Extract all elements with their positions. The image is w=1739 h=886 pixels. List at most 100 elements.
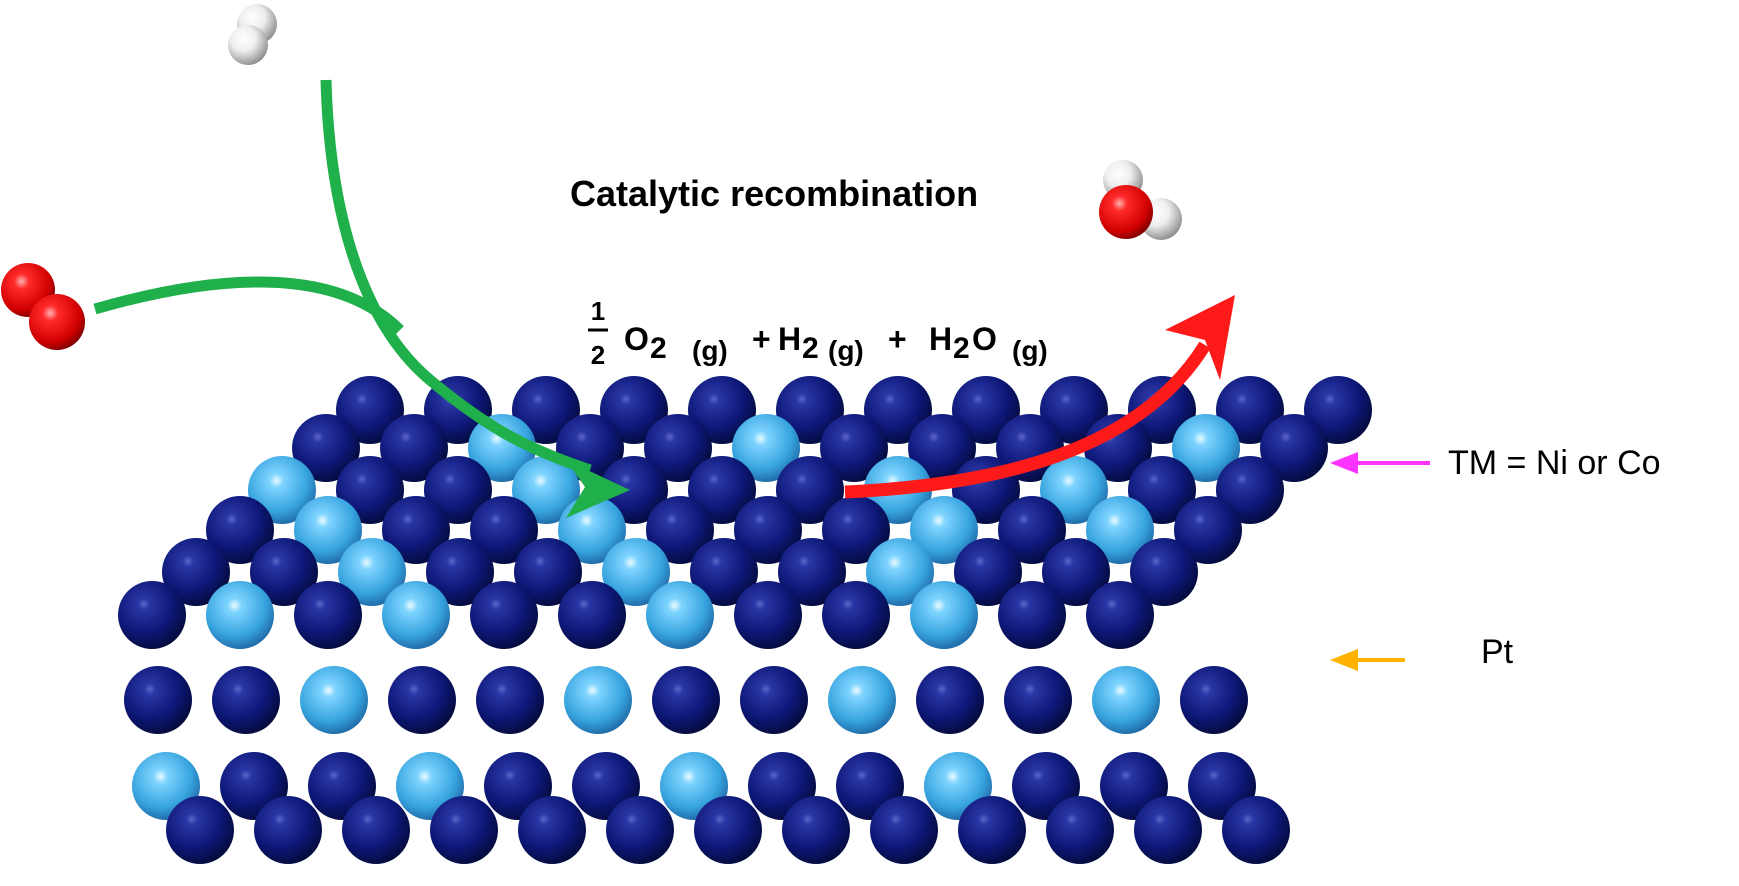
pt-atom bbox=[1086, 581, 1154, 649]
pt-atom bbox=[294, 581, 362, 649]
pt-atom bbox=[342, 796, 410, 864]
pt-atom bbox=[206, 496, 274, 564]
pt-atom bbox=[1216, 376, 1284, 444]
h2-state: (g) bbox=[828, 335, 864, 366]
pt-pointer bbox=[1330, 649, 1405, 671]
tm-atom bbox=[338, 538, 406, 606]
h2o-state: (g) bbox=[1012, 335, 1048, 366]
tm-atom bbox=[468, 414, 536, 482]
tm-atom bbox=[646, 581, 714, 649]
reactant-arrows bbox=[93, 79, 630, 518]
tm-atom bbox=[866, 538, 934, 606]
pt-atom bbox=[426, 538, 494, 606]
pt-atom bbox=[734, 581, 802, 649]
pt-atom bbox=[822, 581, 890, 649]
pt-atom bbox=[954, 538, 1022, 606]
o2-state: (g) bbox=[692, 335, 728, 366]
pt-atom bbox=[690, 538, 758, 606]
pt-atom bbox=[1046, 796, 1114, 864]
pt-atom bbox=[380, 414, 448, 482]
h2o-o-symbol: O bbox=[972, 321, 997, 357]
pt-atom bbox=[476, 666, 544, 734]
pt-atom bbox=[782, 796, 850, 864]
pt-atom bbox=[740, 666, 808, 734]
pt-atom bbox=[1222, 796, 1290, 864]
fraction-numerator: 1 bbox=[591, 296, 605, 326]
pt-atom bbox=[558, 581, 626, 649]
tm-atom bbox=[1092, 666, 1160, 734]
tm-atom bbox=[382, 581, 450, 649]
h2o-h-symbol: H bbox=[929, 321, 952, 357]
pt-atom bbox=[606, 796, 674, 864]
pt-atom bbox=[952, 376, 1020, 444]
pt-atom bbox=[166, 796, 234, 864]
pt-atom bbox=[1304, 376, 1372, 444]
plus-sign-2: + bbox=[888, 321, 907, 357]
pt-atom bbox=[820, 414, 888, 482]
pt-atom bbox=[254, 796, 322, 864]
fraction-denominator: 2 bbox=[591, 340, 605, 370]
o2-subscript: 2 bbox=[650, 332, 667, 365]
pt-atom bbox=[430, 796, 498, 864]
pt-atom bbox=[1180, 666, 1248, 734]
pt-atom bbox=[1130, 538, 1198, 606]
pt-atom bbox=[470, 496, 538, 564]
h2-molecule bbox=[228, 4, 277, 65]
pt-atom bbox=[1134, 796, 1202, 864]
pt-atom bbox=[688, 376, 756, 444]
h2o-molecule bbox=[1099, 160, 1182, 240]
pt-atom bbox=[652, 666, 720, 734]
pt-atom bbox=[470, 581, 538, 649]
pt-atom bbox=[162, 538, 230, 606]
tm-atom bbox=[300, 666, 368, 734]
diagram-title: Catalytic recombination bbox=[570, 173, 978, 214]
pt-atom bbox=[864, 376, 932, 444]
pt-atom bbox=[514, 538, 582, 606]
pt-atom bbox=[382, 496, 450, 564]
tm-atom bbox=[206, 581, 274, 649]
pt-atom bbox=[908, 414, 976, 482]
tm-atom bbox=[828, 666, 896, 734]
pt-atom bbox=[822, 496, 890, 564]
pt-atom bbox=[870, 796, 938, 864]
pt-atom bbox=[600, 376, 668, 444]
pt-atom bbox=[1174, 496, 1242, 564]
pt-atom bbox=[694, 796, 762, 864]
pt-atom bbox=[124, 666, 192, 734]
pt-atom bbox=[998, 581, 1066, 649]
pt-atom bbox=[1042, 538, 1110, 606]
tm-atom bbox=[910, 496, 978, 564]
pt-tm-surface-slab bbox=[118, 376, 1372, 864]
h2o-subscript: 2 bbox=[953, 332, 970, 365]
pt-atom bbox=[1260, 414, 1328, 482]
tm-pointer bbox=[1330, 452, 1430, 474]
tm-atom bbox=[1086, 496, 1154, 564]
reaction-equation: 1 2 O 2 (g) + H 2 (g) + H 2 O (g) bbox=[588, 296, 1048, 370]
pt-atom bbox=[388, 666, 456, 734]
pt-atom bbox=[916, 666, 984, 734]
pt-atom bbox=[518, 796, 586, 864]
plus-sign-1: + bbox=[752, 321, 771, 357]
pt-atom bbox=[734, 496, 802, 564]
pt-atom bbox=[644, 414, 712, 482]
tm-atom bbox=[1172, 414, 1240, 482]
pt-atom bbox=[250, 538, 318, 606]
pt-atom bbox=[1128, 376, 1196, 444]
pt-atom bbox=[118, 581, 186, 649]
tm-atom bbox=[294, 496, 362, 564]
tm-atom bbox=[602, 538, 670, 606]
pt-atom bbox=[646, 496, 714, 564]
pt-atom bbox=[336, 376, 404, 444]
h2-subscript: 2 bbox=[802, 332, 819, 365]
pt-atom bbox=[512, 376, 580, 444]
product-arrow bbox=[844, 295, 1235, 499]
pt-label: Pt bbox=[1481, 633, 1514, 671]
h2-symbol: H bbox=[778, 321, 801, 357]
green-arrowhead bbox=[566, 460, 630, 518]
tm-label: TM = Ni or Co bbox=[1448, 444, 1661, 482]
pt-atom bbox=[776, 376, 844, 444]
pt-atom bbox=[958, 796, 1026, 864]
pt-atom bbox=[1004, 666, 1072, 734]
pt-atom bbox=[1040, 376, 1108, 444]
